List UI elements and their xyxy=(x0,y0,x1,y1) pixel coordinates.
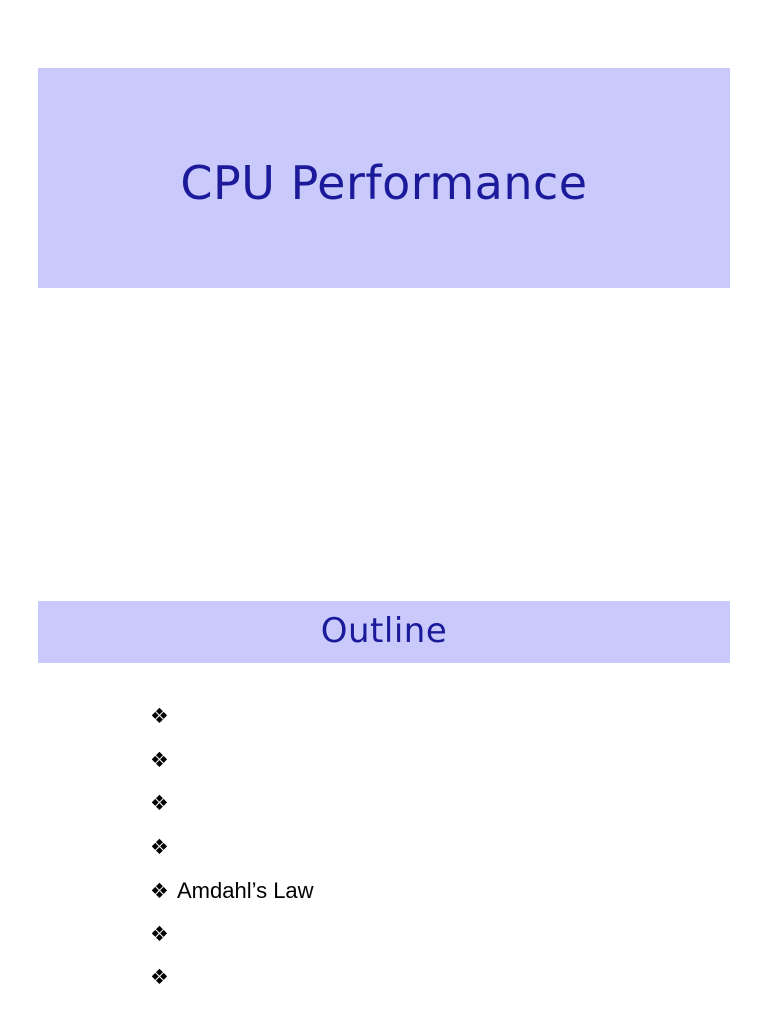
list-item-amdahls-law: ❖ Amdahl’s Law xyxy=(150,880,710,924)
outline-heading: Outline xyxy=(320,611,448,651)
diamond-bullet-icon: ❖ xyxy=(150,965,169,989)
list-item: ❖ xyxy=(150,921,710,968)
diamond-bullet-icon: ❖ xyxy=(150,921,169,946)
diamond-bullet-icon: ❖ xyxy=(150,791,169,815)
page-title: CPU Performance xyxy=(180,156,588,210)
outline-list: ❖ ❖ ❖ ❖ ❖ Amdahl’s Law ❖ ❖ xyxy=(150,706,710,1011)
list-item: ❖ xyxy=(150,747,710,794)
diamond-bullet-icon: ❖ xyxy=(150,747,169,772)
diamond-bullet-icon: ❖ xyxy=(150,834,169,859)
diamond-bullet-icon: ❖ xyxy=(150,879,169,903)
diamond-bullet-icon: ❖ xyxy=(150,704,169,728)
list-item: ❖ xyxy=(150,793,710,837)
list-item: ❖ xyxy=(150,706,710,750)
title-banner: CPU Performance xyxy=(38,68,730,288)
list-item: ❖ xyxy=(150,834,710,881)
outline-banner: Outline xyxy=(38,601,730,663)
list-item-label: Amdahl’s Law xyxy=(177,878,314,903)
list-item: ❖ xyxy=(150,967,710,1011)
